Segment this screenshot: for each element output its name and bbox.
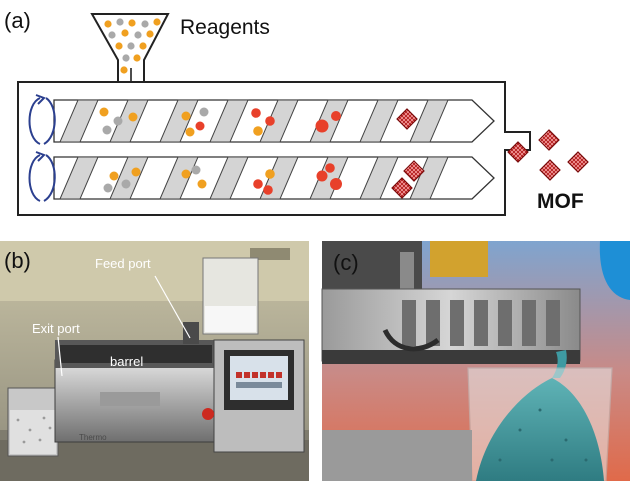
- screw-lower: [53, 156, 495, 200]
- barrel-label: barrel: [110, 354, 143, 369]
- hopper-icon: [90, 13, 170, 83]
- panel-a: (a) Reagents: [4, 8, 589, 216]
- panel-c-label: (c): [333, 250, 359, 275]
- mof-label: MOF: [537, 190, 584, 213]
- panel-a-label: (a): [4, 8, 31, 33]
- extruder-unit: [54, 322, 305, 453]
- reagents-label: Reagents: [180, 16, 270, 39]
- reagent-particles: [99, 107, 342, 195]
- panel-b: (b) Feed port Exit port barrel Thermo: [0, 241, 309, 481]
- extruder-screw-block: [321, 288, 581, 364]
- exit-port-label: Exit port: [32, 321, 80, 336]
- feed-beaker: [202, 257, 259, 335]
- panel-c: (c): [321, 241, 630, 481]
- panel-b-label: (b): [4, 248, 31, 273]
- collection-beaker: [7, 387, 59, 457]
- feed-port-label: Feed port: [95, 256, 151, 271]
- mof-crystal-icon: [391, 108, 589, 199]
- product-beaker: [467, 367, 613, 481]
- screw-upper: [53, 99, 495, 143]
- rotation-arrow-icon: [28, 94, 56, 202]
- brand-label: Thermo: [79, 433, 107, 442]
